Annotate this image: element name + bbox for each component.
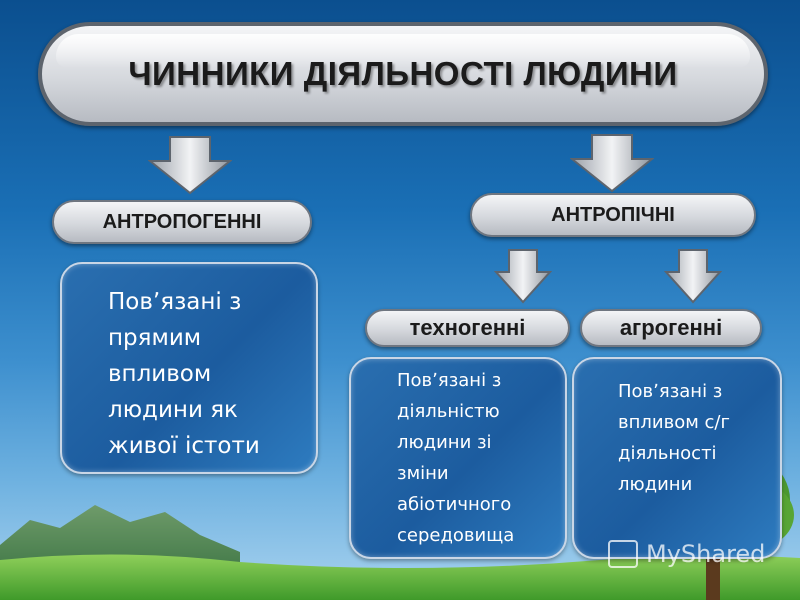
description-text: Повʼязані з прямим впливом людини як жив…: [108, 289, 260, 459]
down-arrow-icon: [148, 136, 232, 195]
page-title: ЧИННИКИ ДІЯЛЬНОСТІ ЛЮДИНИ: [128, 55, 678, 92]
subcategory-label: агрогенні: [619, 315, 723, 340]
description-box-technogenic: Повʼязані з діяльністю людини зі зміни а…: [349, 357, 567, 559]
category-anthropic: АНТРОПІЧНІ: [470, 193, 756, 237]
category-label: АНТРОПОГЕННІ: [102, 210, 262, 233]
subcategory-agrogenic: агрогенні: [580, 309, 762, 347]
subcategory-technogenic: техногенні: [365, 309, 570, 347]
presentation-icon: [608, 540, 638, 568]
description-box-agrogenic: Повʼязані з впливом с/г діяльності людин…: [572, 357, 782, 559]
description-text: Повʼязані з впливом с/г діяльності людин…: [618, 381, 730, 495]
watermark: MyShared: [608, 540, 765, 568]
title-banner: ЧИННИКИ ДІЯЛЬНОСТІ ЛЮДИНИ: [38, 22, 768, 126]
down-arrow-icon: [570, 134, 654, 193]
description-box-anthropogenic: Повʼязані з прямим впливом людини як жив…: [60, 262, 318, 474]
description-text: Повʼязані з діяльністю людини зі зміни а…: [397, 370, 515, 546]
down-arrow-icon: [664, 249, 722, 304]
category-anthropogenic: АНТРОПОГЕННІ: [52, 200, 312, 244]
category-label: АНТРОПІЧНІ: [551, 203, 675, 226]
subcategory-label: техногенні: [409, 315, 526, 340]
down-arrow-icon: [494, 249, 552, 304]
watermark-text: MyShared: [646, 540, 766, 568]
